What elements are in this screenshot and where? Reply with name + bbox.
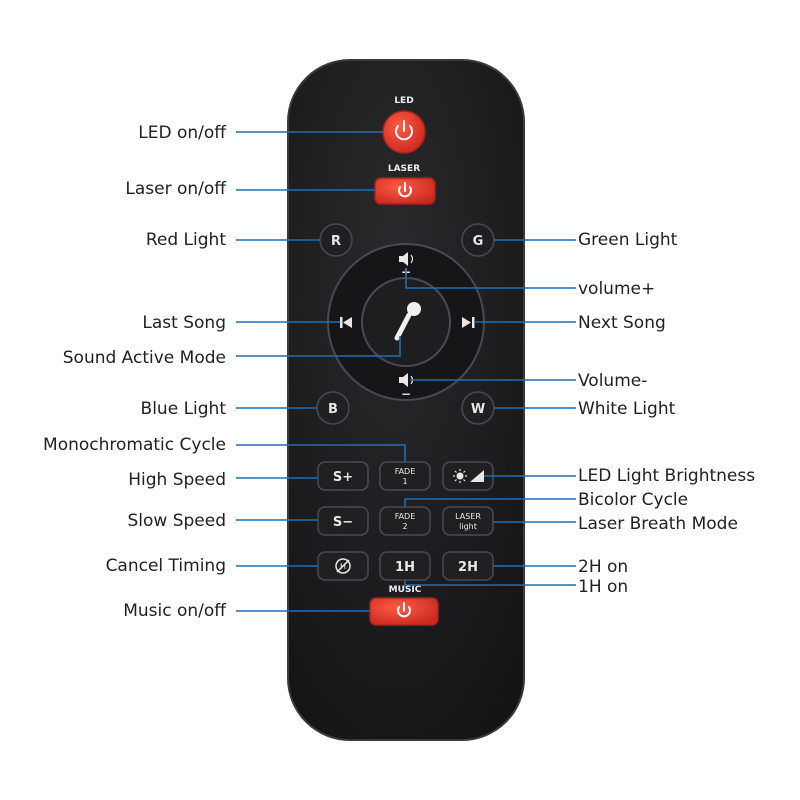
sound-active-button[interactable] xyxy=(394,302,421,341)
next-song-button[interactable] xyxy=(462,317,475,328)
callout-last-song: Last Song xyxy=(142,313,226,333)
svg-text:FADE: FADE xyxy=(395,467,416,476)
callout-laser-breath: Laser Breath Mode xyxy=(578,514,738,534)
one-hour-button[interactable]: 1H xyxy=(379,551,431,581)
svg-text:B: B xyxy=(328,402,338,417)
callout-volume-up: volume+ xyxy=(578,279,655,299)
laser-label: LASER xyxy=(388,164,420,174)
green-light-button[interactable]: G xyxy=(461,223,495,257)
svg-text:1H: 1H xyxy=(395,560,415,575)
svg-text:H: H xyxy=(340,562,346,571)
led-power-button[interactable] xyxy=(382,110,426,154)
blue-light-button[interactable]: B xyxy=(316,391,350,425)
svg-text:light: light xyxy=(459,522,477,531)
speed-up-button[interactable]: S+ xyxy=(317,461,369,491)
svg-text:R: R xyxy=(331,234,341,249)
music-power-button[interactable] xyxy=(369,597,439,626)
svg-text:2: 2 xyxy=(402,522,407,531)
brightness-icon xyxy=(453,469,484,483)
microphone-icon xyxy=(394,302,421,341)
svg-text:−: − xyxy=(401,387,411,401)
callout-green-light: Green Light xyxy=(578,230,678,250)
callout-mono-cycle: Monochromatic Cycle xyxy=(43,435,226,455)
red-light-button[interactable]: R xyxy=(319,223,353,257)
svg-text:2H: 2H xyxy=(458,560,478,575)
callout-cancel-timing: Cancel Timing xyxy=(106,556,226,576)
two-hour-button[interactable]: 2H xyxy=(442,551,494,581)
callout-volume-down: Volume- xyxy=(578,371,647,391)
left-callout-labels: LED on/off Laser on/off Red Light Last S… xyxy=(43,123,227,621)
power-icon xyxy=(397,602,411,618)
callout-led-onoff: LED on/off xyxy=(138,123,227,143)
callout-high-speed: High Speed xyxy=(128,470,226,490)
svg-text:S+: S+ xyxy=(333,470,353,485)
speed-down-button[interactable]: S− xyxy=(317,506,369,536)
white-light-button[interactable]: W xyxy=(461,391,495,425)
led-label: LED xyxy=(394,96,413,106)
svg-text:FADE: FADE xyxy=(395,512,416,521)
power-icon xyxy=(398,182,412,198)
speaker-icon xyxy=(399,252,414,266)
next-track-icon xyxy=(462,317,475,328)
timer-cancel-icon: H xyxy=(335,558,351,574)
brightness-button[interactable] xyxy=(442,461,494,491)
callout-white-light: White Light xyxy=(578,399,676,419)
svg-text:G: G xyxy=(473,234,484,249)
callout-one-h-on: 1H on xyxy=(578,577,628,597)
svg-text:W: W xyxy=(471,402,485,417)
fade1-button[interactable]: FADE 1 xyxy=(379,461,431,491)
previous-track-icon xyxy=(340,317,352,328)
laser-power-button[interactable] xyxy=(374,177,436,205)
callout-next-song: Next Song xyxy=(578,313,666,333)
callout-slow-speed: Slow Speed xyxy=(127,511,226,531)
right-callout-labels: Green Light volume+ Next Song Volume- Wh… xyxy=(578,230,755,597)
power-icon xyxy=(395,120,413,141)
laser-light-button[interactable]: LASER light xyxy=(442,506,494,536)
cancel-timing-button[interactable]: H xyxy=(317,551,369,581)
callout-two-h-on: 2H on xyxy=(578,557,628,577)
callout-sound-active: Sound Active Mode xyxy=(63,348,226,368)
callout-music-onoff: Music on/off xyxy=(123,601,227,621)
callout-blue-light: Blue Light xyxy=(141,399,227,419)
svg-text:S−: S− xyxy=(333,515,353,530)
music-label: MUSIC xyxy=(389,585,422,595)
callout-red-light: Red Light xyxy=(146,230,226,250)
callout-laser-onoff: Laser on/off xyxy=(125,179,227,199)
callout-lines xyxy=(236,131,576,612)
svg-text:LASER: LASER xyxy=(455,512,481,521)
callout-bicolor-cycle: Bicolor Cycle xyxy=(578,490,688,510)
fade2-button[interactable]: FADE 2 xyxy=(379,506,431,536)
callout-led-brightness: LED Light Brightness xyxy=(578,466,755,486)
last-song-button[interactable] xyxy=(340,317,352,328)
svg-text:1: 1 xyxy=(402,477,407,486)
